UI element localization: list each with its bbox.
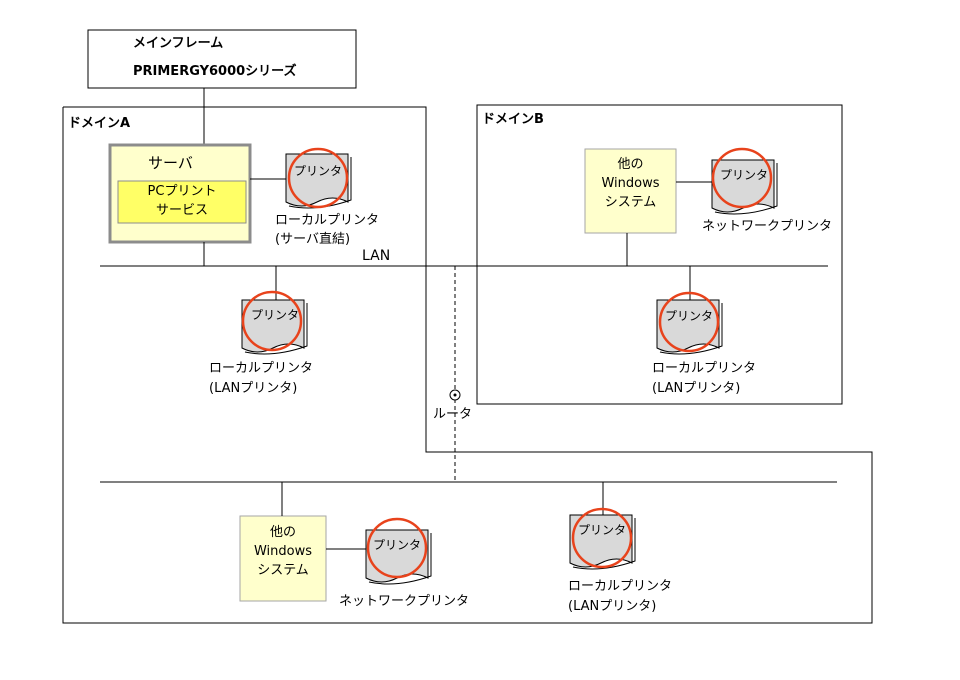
printer-highlight-circle <box>287 147 349 209</box>
printer-highlight-circle <box>658 291 720 353</box>
printer-icon <box>241 299 305 353</box>
domain-a-title: ドメインA <box>68 116 131 131</box>
printer-highlight-circle <box>571 507 633 569</box>
printer-icon <box>656 299 720 353</box>
printer-label: プリンタ <box>577 523 626 537</box>
b-system-box <box>584 148 677 234</box>
printer-highlight-circle <box>711 147 773 209</box>
printer-icon <box>285 153 349 207</box>
domain-b-title: ドメインB <box>482 112 544 127</box>
b-system-label-3: システム <box>604 195 657 210</box>
a2-lan-printer-caption-1: ローカルプリンタ <box>568 579 673 594</box>
a2-system-label-2: Windows <box>253 544 313 559</box>
print-service-label-2: サービス <box>155 203 208 218</box>
printer-icon-edge <box>714 163 778 215</box>
printer-label: プリンタ <box>250 308 299 322</box>
server-local-printer-caption-1: ローカルプリンタ <box>275 213 380 228</box>
a-lan-printer-caption-1: ローカルプリンタ <box>209 361 314 376</box>
mainframe-box <box>87 29 357 89</box>
mainframe-label-2: PRIMERGY6000シリーズ <box>133 64 297 79</box>
b-system-label-1: 他の <box>617 157 644 172</box>
print-service-label-1: PCプリント <box>147 184 217 199</box>
printer-icon-edge <box>244 303 308 355</box>
router-label: ルータ <box>433 407 473 422</box>
domain-a-border <box>62 106 873 624</box>
printer-label: プリンタ <box>293 164 342 178</box>
b-lan-printer-caption-2: (LANプリンタ) <box>652 381 741 396</box>
b-network-printer-caption: ネットワークプリンタ <box>702 219 833 234</box>
printer-label: プリンタ <box>664 309 713 323</box>
server-title: サーバ <box>148 154 193 172</box>
a2-network-printer-caption: ネットワークプリンタ <box>339 594 470 609</box>
lan-label: LAN <box>362 248 391 264</box>
mainframe-label-1: メインフレーム <box>133 36 224 51</box>
printer-icon <box>569 514 633 568</box>
printer-icon-edge <box>368 533 432 585</box>
server-local-printer-caption-2: (サーバ直結) <box>275 232 351 247</box>
printer-icon-edge <box>572 518 636 570</box>
printer-label: プリンタ <box>372 538 421 552</box>
a-lan-printer-caption-2: (LANプリンタ) <box>209 381 298 396</box>
printer-label: プリンタ <box>719 168 768 182</box>
printer-highlight-circle <box>241 290 303 352</box>
a2-system-label-1: 他の <box>269 525 296 540</box>
print-service-box <box>117 180 247 224</box>
b-lan-printer-caption-1: ローカルプリンタ <box>652 361 757 376</box>
a2-system-box <box>239 515 327 602</box>
printer-icon-edge <box>659 303 723 355</box>
a2-lan-printer-caption-2: (LANプリンタ) <box>568 599 657 614</box>
b-system-label-2: Windows <box>601 176 660 191</box>
printer-highlight-circle <box>366 517 428 579</box>
domain-b-border <box>476 104 843 405</box>
a2-system-label-3: システム <box>257 563 309 578</box>
